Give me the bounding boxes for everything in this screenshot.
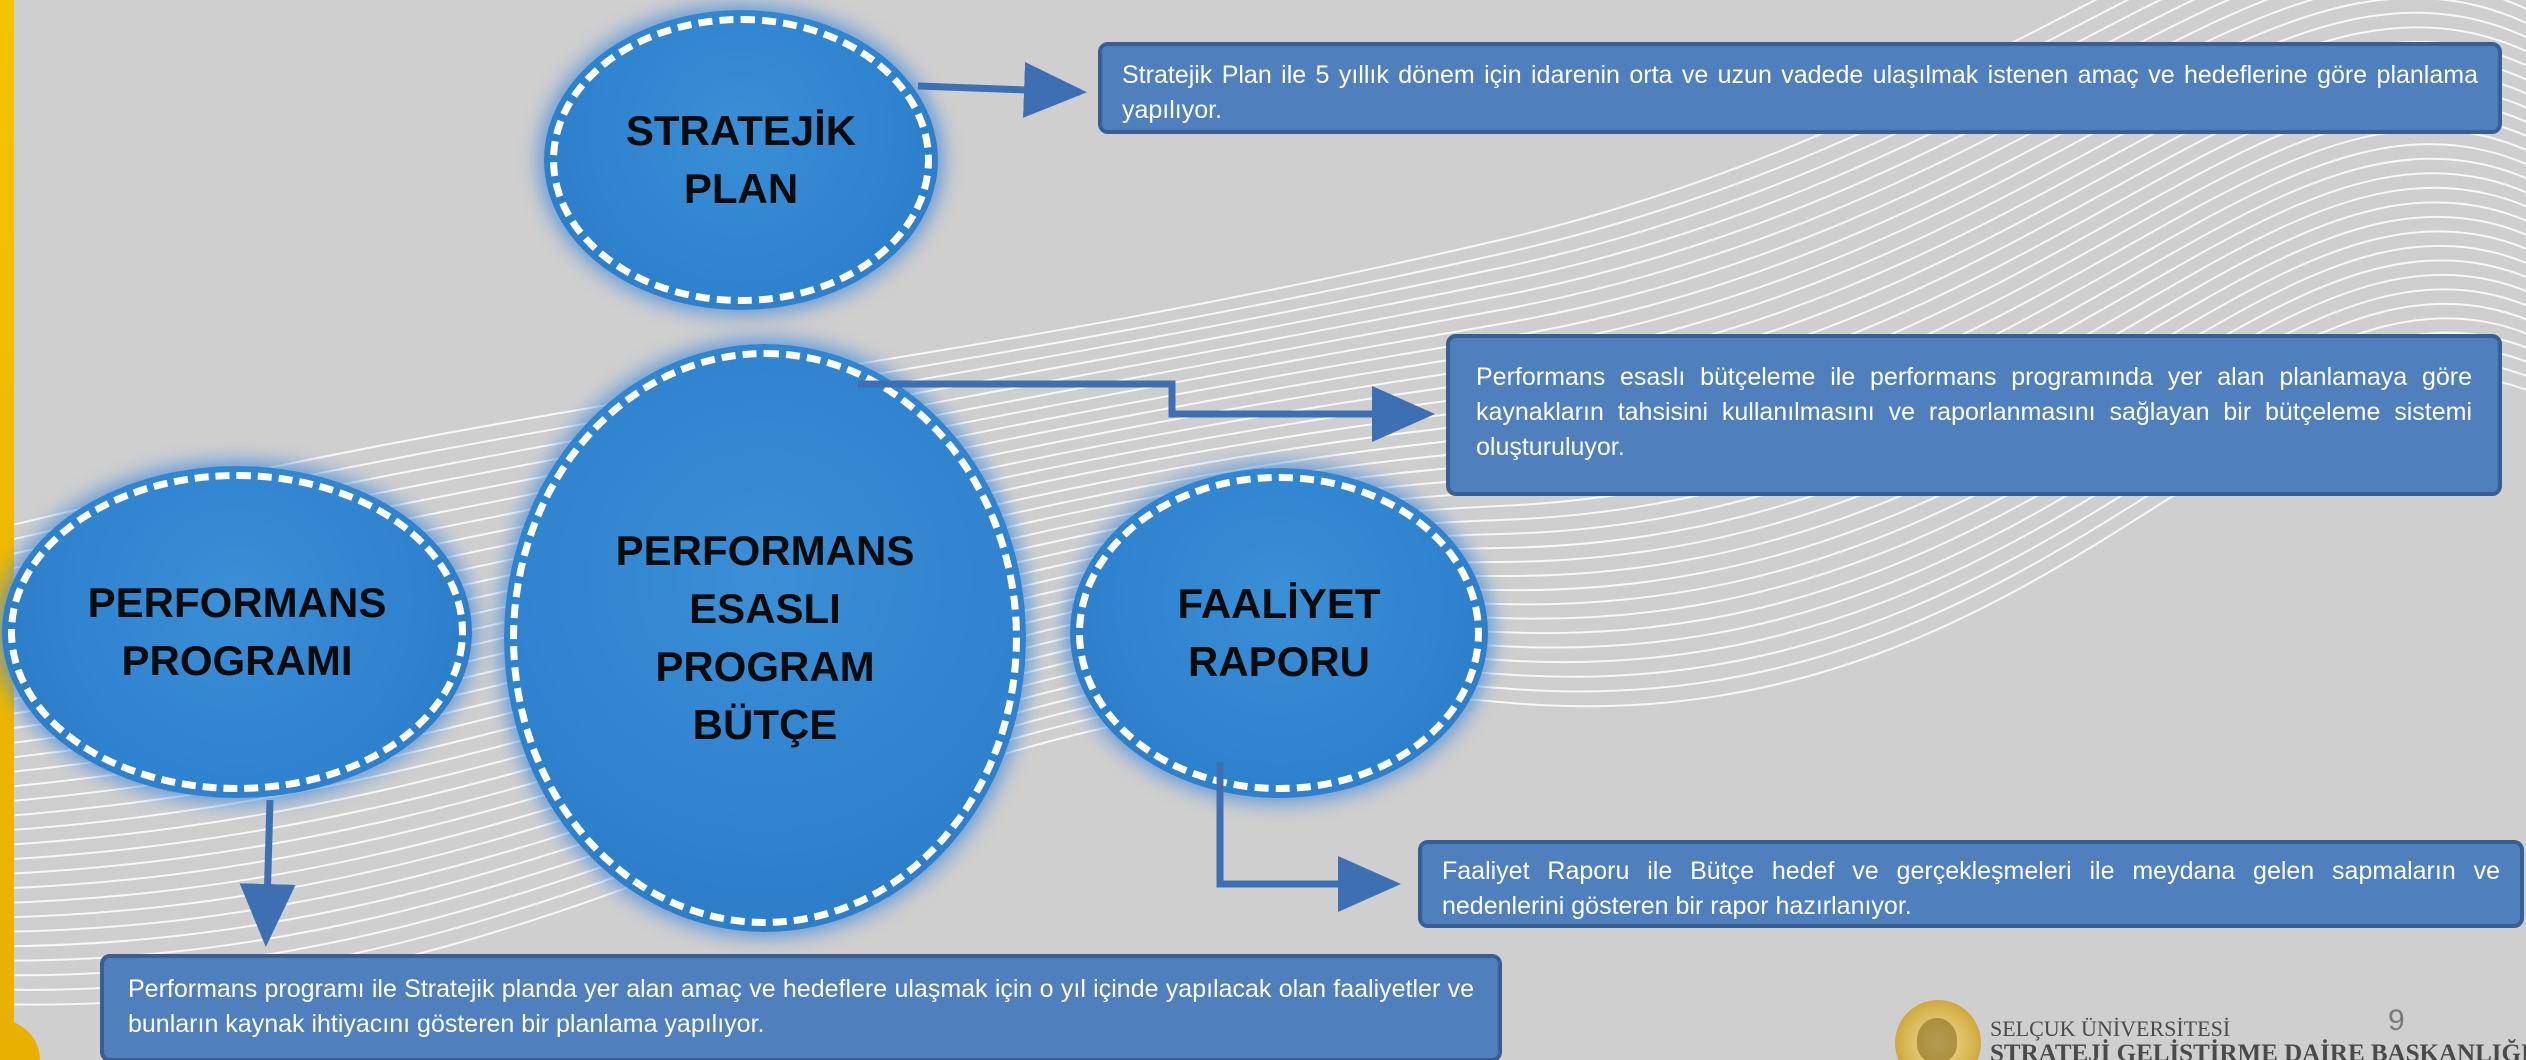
circle-performance-program: PERFORMANS PROGRAMI xyxy=(2,466,472,798)
university-logo xyxy=(1895,1000,1981,1060)
wave-line xyxy=(0,0,2163,558)
wave-line xyxy=(0,172,2526,804)
wave-line xyxy=(0,230,2526,861)
wave-line xyxy=(0,259,2526,890)
circle-strategic-plan: STRATEJİK PLAN xyxy=(544,10,938,310)
note-performance-program-text: Performans programı ile Stratejik planda… xyxy=(128,975,1474,1038)
wave-line xyxy=(0,0,2098,529)
wave-line xyxy=(0,244,2526,876)
note-activity-report: Faaliyet Raporu ile Bütçe hedef ve gerçe… xyxy=(1418,840,2524,928)
footer-department: STRATEJİ GELİŞTİRME DAİRE BAŞKANLIĞI xyxy=(1990,1040,2526,1060)
note-performance-program: Performans programı ile Stratejik planda… xyxy=(100,954,1502,1060)
wave-line xyxy=(0,0,2526,616)
note-performance-budget-text: Performans esaslı bütçeleme ile performa… xyxy=(1476,363,2472,461)
note-activity-report-text: Faaliyet Raporu ile Bütçe hedef ve gerçe… xyxy=(1442,857,2500,920)
wave-line xyxy=(0,0,2130,544)
arrow-strategic-plan xyxy=(917,61,1087,118)
circle-performance-budget: PERFORMANS ESASLI PROGRAM BÜTÇE xyxy=(504,344,1026,932)
wave-line xyxy=(0,273,2526,905)
note-strategic-plan-text: Stratejik Plan ile 5 yıllık dönem için i… xyxy=(1122,61,2478,124)
arrow-activity-report xyxy=(1216,762,1401,912)
wave-line xyxy=(0,0,2196,573)
circle-activity-report: FAALİYET RAPORU xyxy=(1070,468,1488,798)
arrow-performance-program xyxy=(239,799,296,947)
note-performance-budget: Performans esaslı bütçeleme ile performa… xyxy=(1446,334,2502,496)
note-strategic-plan: Stratejik Plan ile 5 yıllık dönem için i… xyxy=(1098,42,2502,134)
accent-bar xyxy=(0,0,14,1060)
circle-performance-program-label: PERFORMANS PROGRAMI xyxy=(87,579,387,684)
wave-line xyxy=(0,288,2526,919)
wave-line xyxy=(0,186,2526,818)
circle-activity-report-label: FAALİYET RAPORU xyxy=(1177,580,1381,685)
wave-line xyxy=(0,0,2231,587)
arrow-performance-budget xyxy=(858,380,1435,442)
circle-performance-budget-label: PERFORMANS ESASLI PROGRAM BÜTÇE xyxy=(615,527,915,748)
wave-line xyxy=(0,201,2526,832)
page-number: 9 xyxy=(2388,1004,2405,1037)
wave-line xyxy=(0,0,2270,602)
circle-strategic-plan-label: STRATEJİK PLAN xyxy=(625,107,857,212)
footer-university: SELÇUK ÜNİVERSİTESİ xyxy=(1990,1016,2231,1041)
wave-line xyxy=(0,215,2526,847)
